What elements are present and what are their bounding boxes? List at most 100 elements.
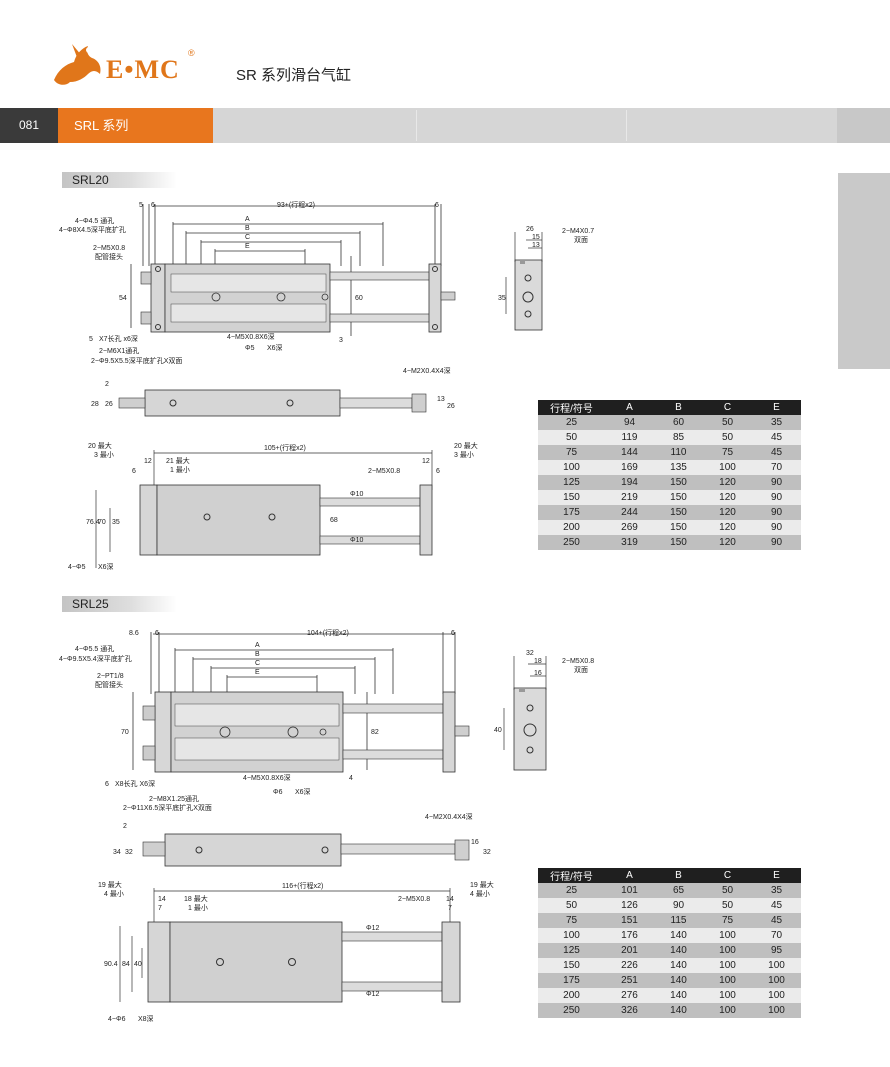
note: 4−M5X0.8X6深 [243, 773, 291, 782]
dim: 70 [98, 519, 106, 526]
dim: 26 [526, 226, 534, 233]
cell: 101 [605, 883, 654, 898]
dim: 32 [526, 650, 534, 657]
dim: 3 最小 [94, 450, 114, 459]
note: X6深 [267, 343, 283, 352]
cell: 219 [605, 490, 654, 505]
cell: 326 [605, 1003, 654, 1018]
cell: 50 [538, 430, 605, 445]
note: 配管接头 [95, 680, 123, 689]
note: 2−M5X0.8 [562, 658, 594, 665]
cell: 120 [703, 505, 752, 520]
dim: 16 [534, 670, 542, 677]
dim: 7 [158, 905, 162, 912]
side-tab [838, 173, 890, 369]
dim: 104+(行程x2) [307, 628, 349, 637]
cell: 45 [752, 898, 801, 913]
cell: 65 [654, 883, 703, 898]
srl20-end-view: 26 15 13 2−M4X0.7 双面 35 [498, 226, 594, 331]
dim: 3 [339, 337, 343, 344]
cell: 100 [752, 958, 801, 973]
dim: 35 [498, 295, 506, 302]
dim: 70 [121, 729, 129, 736]
cell: 90 [752, 520, 801, 535]
band-divider [626, 110, 627, 141]
note: Φ5 [245, 345, 255, 352]
dim: 93+(行程x2) [277, 200, 315, 209]
note: 4−Φ4.5 通孔 [75, 216, 114, 225]
page-number: 081 [0, 108, 58, 143]
cell: 25 [538, 883, 605, 898]
note: X7长孔 x6深 [99, 334, 138, 343]
dim: C [255, 660, 260, 667]
cell: 276 [605, 988, 654, 1003]
cell: 60 [654, 415, 703, 430]
registered-mark: ® [188, 48, 195, 58]
note: 2−M5X0.8 [368, 468, 400, 475]
cell: 269 [605, 520, 654, 535]
header-cell: A [605, 868, 654, 883]
cell: 200 [538, 520, 605, 535]
note: 4−Φ8X4.5深平底扩孔 [59, 225, 126, 234]
dim: 84 [122, 961, 130, 968]
cell: 100 [538, 460, 605, 475]
header-cell: B [654, 400, 703, 415]
header-cell: E [752, 868, 801, 883]
cell: 35 [752, 415, 801, 430]
note: 4−M2X0.4X4深 [403, 366, 451, 375]
cell: 50 [538, 898, 605, 913]
cell: 100 [703, 943, 752, 958]
dim: Φ10 [350, 491, 363, 498]
cell: 75 [538, 913, 605, 928]
dim: B [245, 225, 250, 232]
dim: 4 最小 [470, 889, 490, 898]
dim: 54 [119, 295, 127, 302]
cell: 250 [538, 1003, 605, 1018]
dim: 20 最大 [88, 441, 112, 450]
cell: 169 [605, 460, 654, 475]
note: 4−M2X0.4X4深 [425, 812, 473, 821]
note: 6 [105, 781, 109, 788]
cell: 50 [703, 415, 752, 430]
dim: 14 [158, 896, 166, 903]
cell: 100 [703, 973, 752, 988]
cell: 90 [654, 898, 703, 913]
dim: 6 [155, 630, 159, 637]
note: 2−M6X1通孔 [99, 346, 139, 355]
dim: 18 [534, 658, 542, 665]
srl25-end-view: 32 18 16 2−M5X0.8 双面 40 [494, 650, 594, 771]
dim: 116+(行程x2) [282, 881, 323, 890]
dim: 15 [532, 234, 540, 241]
dim: 16 [471, 839, 479, 846]
note: 4−Φ5.5 通孔 [75, 644, 114, 653]
cell: 140 [654, 928, 703, 943]
cell: 90 [752, 490, 801, 505]
dim: B [255, 651, 260, 658]
note: 2−M4X0.7 [562, 228, 594, 235]
dim: 40 [494, 727, 502, 734]
cell: 194 [605, 475, 654, 490]
dim: 90.4 [104, 961, 118, 968]
dim: 76.4 [86, 519, 100, 526]
cell: 100 [703, 958, 752, 973]
cell: 119 [605, 430, 654, 445]
cell: 120 [703, 475, 752, 490]
note: 双面 [574, 236, 588, 244]
dim: 21 最大 [166, 456, 190, 465]
cell: 250 [538, 535, 605, 550]
note: 2−M8X1.25通孔 [149, 794, 199, 803]
header-cell: 行程/符号 [538, 868, 605, 883]
cell: 319 [605, 535, 654, 550]
note: 2−Φ9.5X5.5深平底扩孔X双面 [91, 356, 182, 365]
header-cell: A [605, 400, 654, 415]
dim: 13 [437, 396, 445, 403]
cell: 95 [752, 943, 801, 958]
dim: Φ10 [350, 537, 363, 544]
cell: 251 [605, 973, 654, 988]
horse-rider-logo-icon [54, 44, 101, 85]
cell: 100 [703, 928, 752, 943]
